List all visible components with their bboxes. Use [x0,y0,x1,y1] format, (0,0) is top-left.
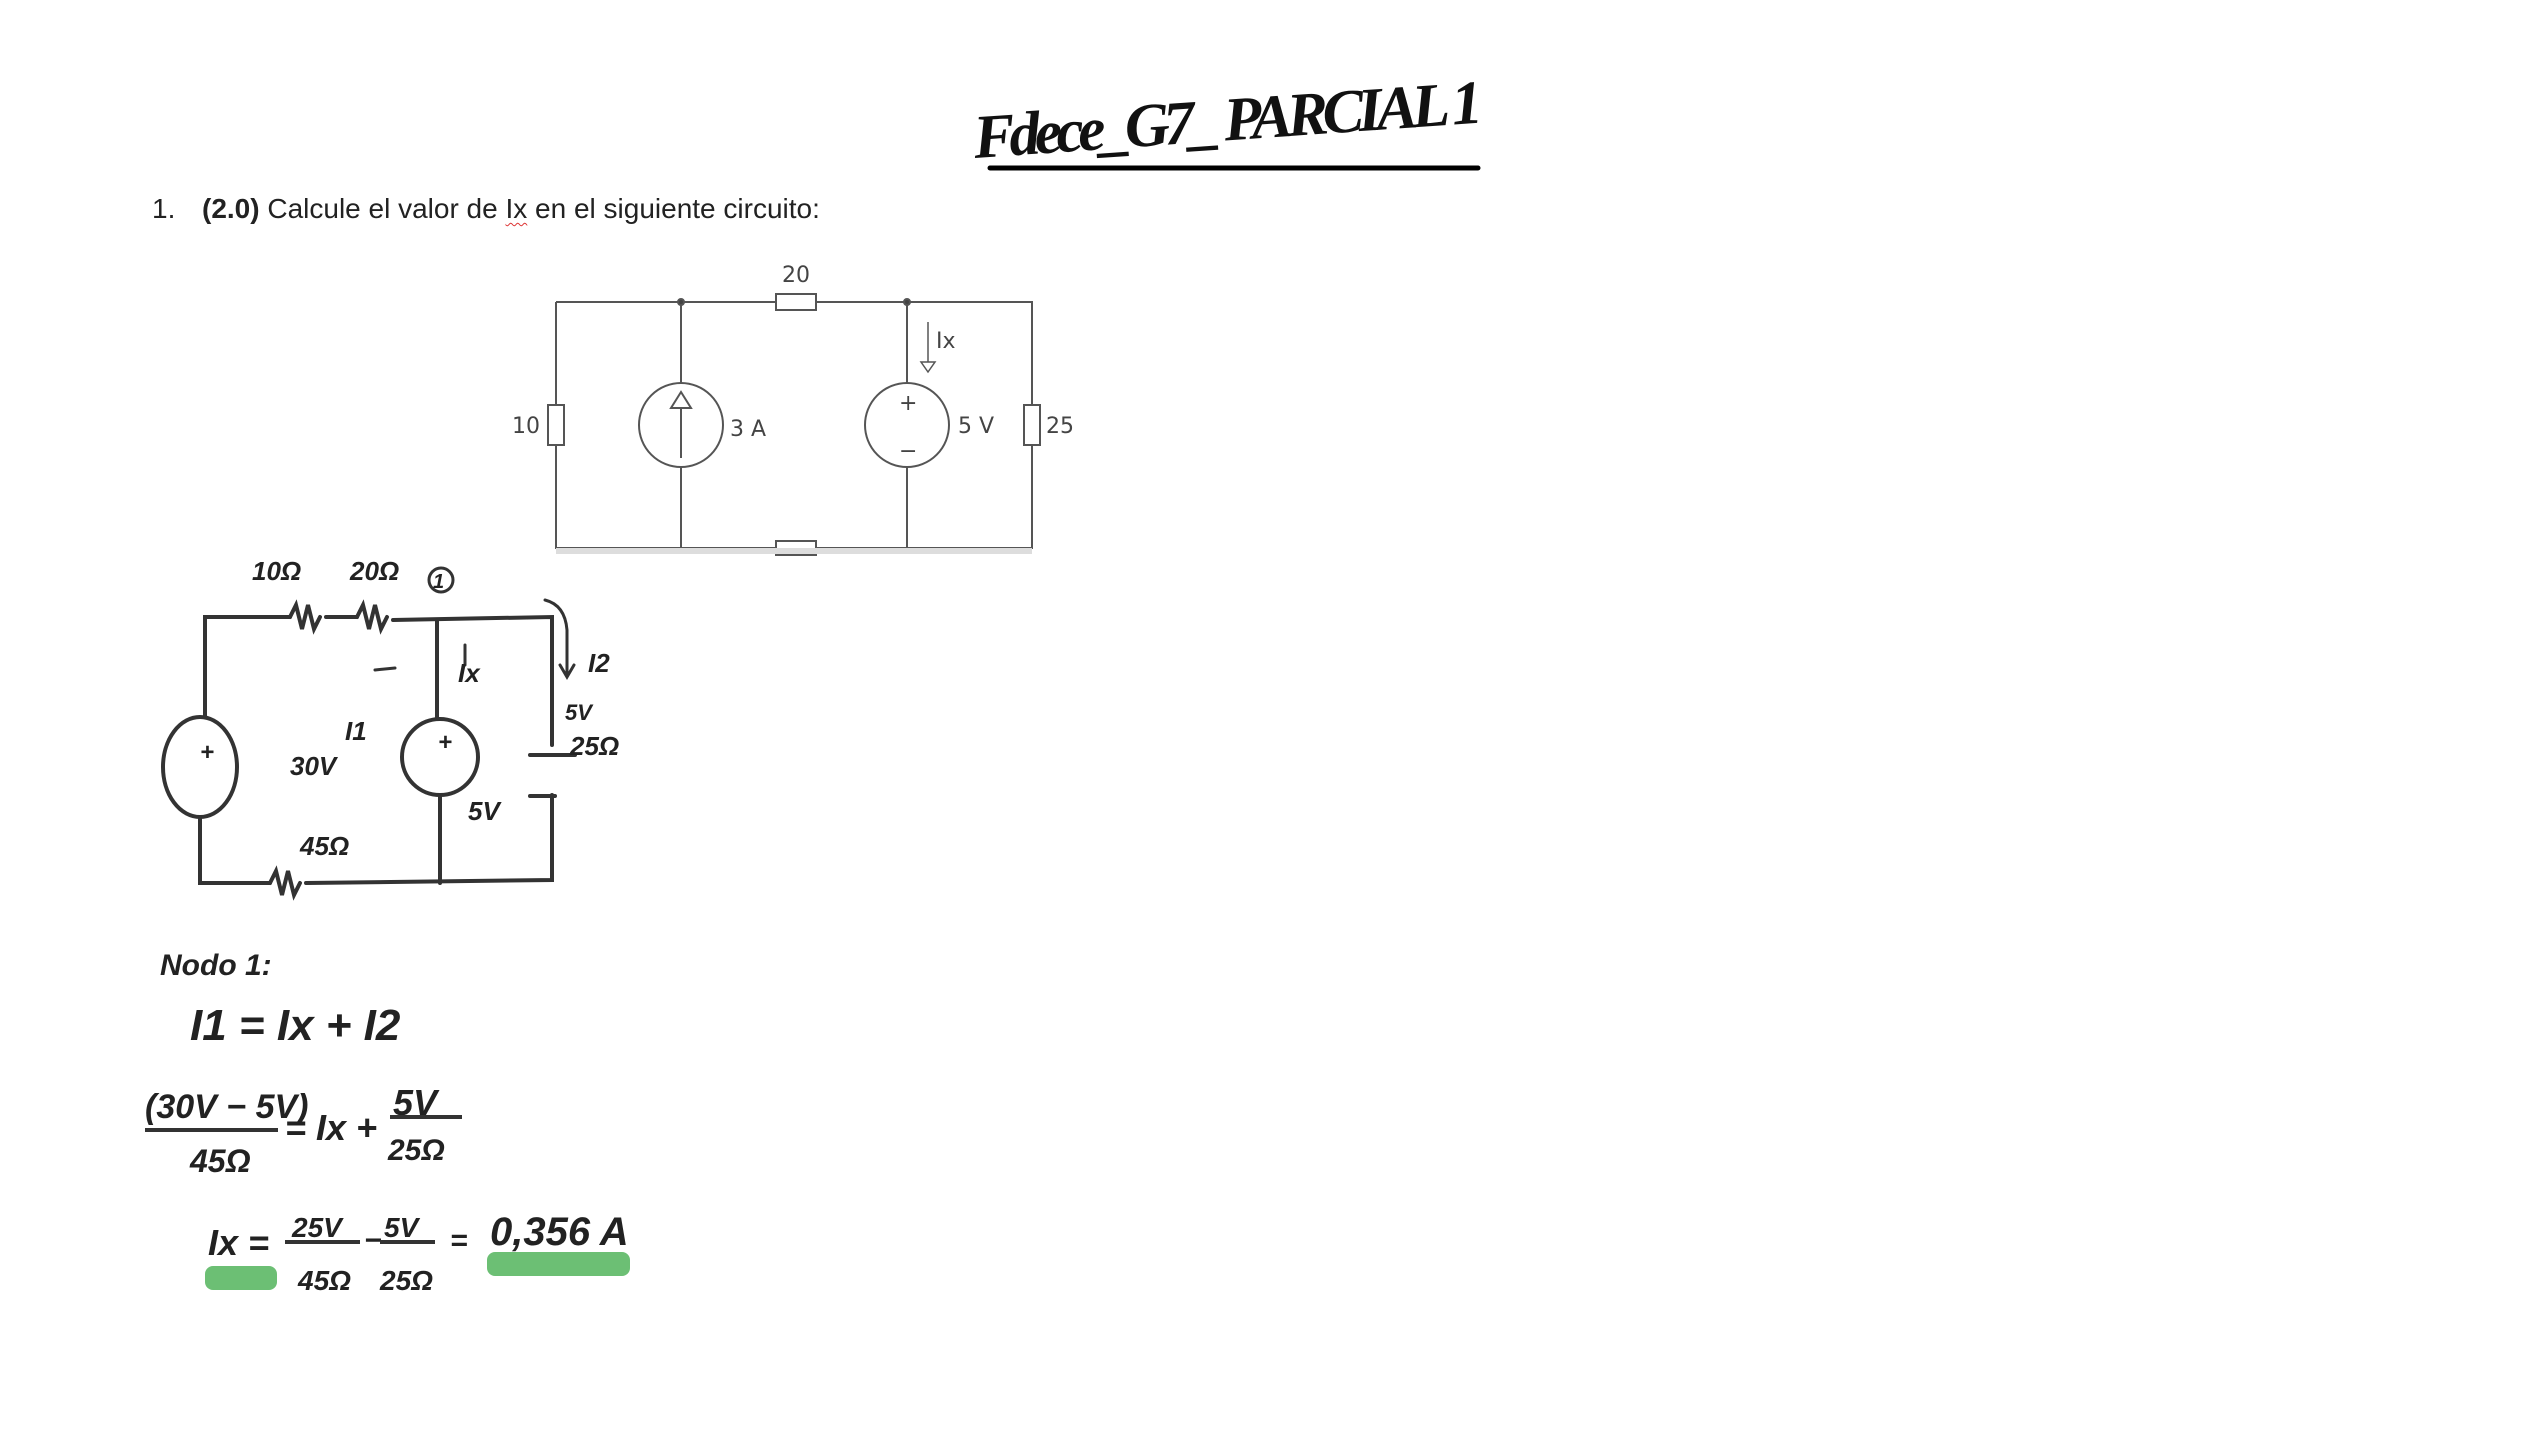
eq3-minus: − [364,1224,382,1257]
svg-text:Fdece_G7_ PARCIAL 1: Fdece_G7_ PARCIAL 1 [970,69,1484,172]
plus-sign: + [899,391,917,416]
svg-text:45Ω: 45Ω [299,831,349,861]
voltage-source-30v [161,715,239,819]
svg-text:10Ω: 10Ω [252,556,301,586]
eq2-numerator: (30V − 5V) [145,1088,308,1126]
result-value: 0,356 A [490,1210,629,1254]
handwritten-title: Fdece_G7_ PARCIAL 1 [970,69,1484,172]
eq3-den-1: 45Ω [297,1265,351,1296]
svg-text:I1: I1 [345,716,367,746]
svg-text:Ix: Ix [458,658,481,688]
question-variable: Ix [505,193,528,224]
svg-text:1: 1 [433,571,444,593]
label-r25: 25 [1046,414,1074,439]
handwritten-circuit-labels: 10Ω 20Ω 1 I1 Ix I2 30V 5V 5V 25Ω 45Ω + + [200,556,619,861]
minus-sign: − [899,439,917,464]
svg-text:5V: 5V [468,796,502,826]
svg-text:+: + [200,739,214,766]
label-3a: 3 A [730,417,766,442]
eq2-denominator: 45Ω [189,1143,251,1179]
svg-text:20Ω: 20Ω [349,556,399,586]
eq2-middle: = Ix + [285,1107,377,1148]
handwritten-circuit [161,566,577,901]
eq3-den-2: 25Ω [379,1265,433,1296]
question-number: 1. [152,193,176,224]
label-r20: 20 [782,263,810,288]
eq2-denominator-2: 25Ω [387,1134,445,1167]
circuit-schematic [547,293,1041,556]
svg-text:30V: 30V [290,751,339,781]
highlight-ix [205,1266,277,1290]
label-r10: 10 [512,414,540,439]
svg-text:I2: I2 [588,648,610,678]
handwritten-solution: Nodo 1: I1 = Ix + I2 (30V − 5V) 45Ω = Ix… [145,949,630,1296]
label-5v: 5 V [958,414,994,439]
svg-text:5V: 5V [565,700,594,725]
svg-text:+: + [438,729,452,756]
resistor-25 [1023,404,1041,446]
solution-heading: Nodo 1: [160,949,272,982]
svg-text:25Ω: 25Ω [569,731,619,761]
question-text-after: en el siguiente circuito: [527,193,820,224]
label-ix: Ix [936,329,956,354]
highlight-result [487,1252,630,1276]
eq3-lhs: Ix = [208,1222,269,1263]
question-1: 1. (2.0) Calcule el valor de Ix en el sig… [152,193,820,225]
voltage-source-5v [864,382,950,468]
eq3-equals: = [450,1224,468,1257]
eq3-num-2: 5V [384,1212,421,1243]
eq3-num-1: 25V [291,1212,344,1243]
resistor-20 [775,293,817,311]
question-text-before: Calcule el valor de [259,193,506,224]
resistor-10 [547,404,565,446]
ix-arrow-icon [919,361,937,374]
question-points: (2.0) [202,193,260,224]
equation-1: I1 = Ix + I2 [190,1001,401,1050]
